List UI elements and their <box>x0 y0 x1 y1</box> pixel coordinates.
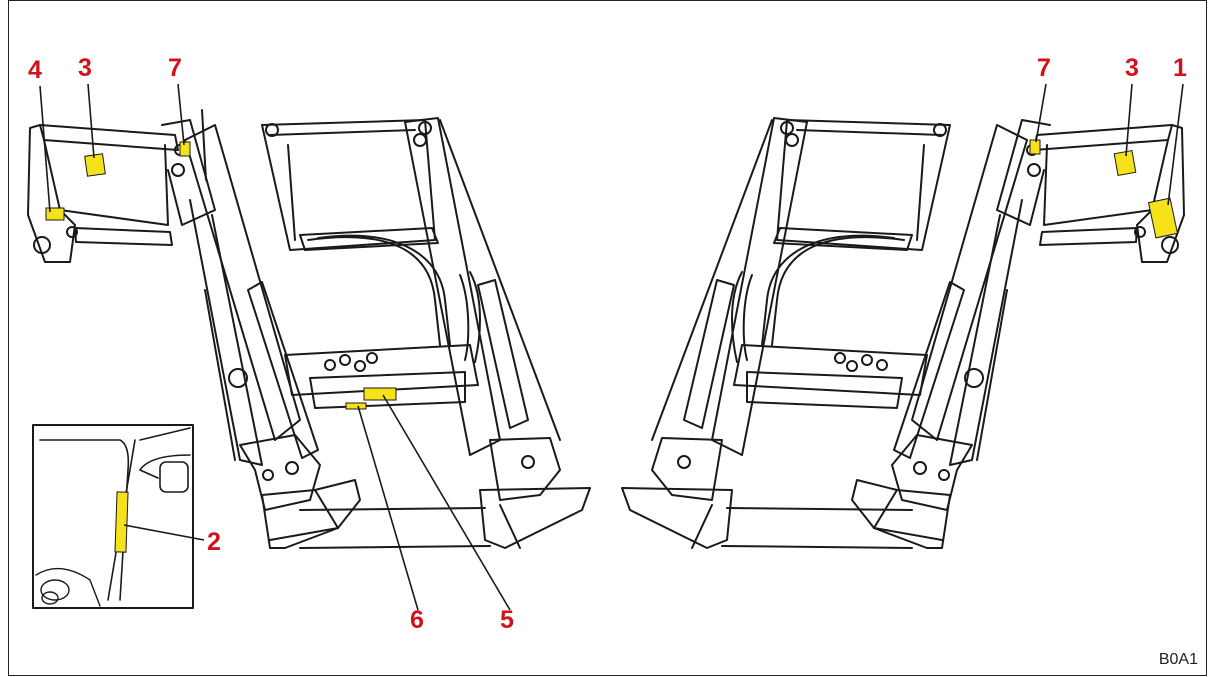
decal-3-right <box>1113 150 1137 176</box>
figure-code: B0A1 <box>1158 651 1198 668</box>
cab-inset <box>32 424 194 609</box>
decal-3-left <box>84 153 106 177</box>
callout-3-left: 3 <box>78 54 92 82</box>
decals <box>45 139 1179 553</box>
callout-5: 5 <box>500 606 514 634</box>
decal-5 <box>363 387 397 401</box>
callout-1: 1 <box>1173 54 1187 82</box>
callout-7-left: 7 <box>168 54 182 82</box>
decal-6 <box>345 402 367 410</box>
diagram-frame <box>8 0 1207 676</box>
callout-2: 2 <box>207 528 221 556</box>
right-loader <box>621 117 1185 549</box>
decal-1 <box>1147 197 1179 239</box>
leader-lines <box>39 83 1184 611</box>
left-loader <box>27 109 591 549</box>
decal-4-left <box>45 207 65 221</box>
decal-7-left <box>179 141 191 157</box>
callout-3-right: 3 <box>1125 54 1139 82</box>
callout-6: 6 <box>410 606 424 634</box>
callout-7-right: 7 <box>1037 54 1051 82</box>
callout-4: 4 <box>28 56 42 84</box>
decal-7-right <box>1029 139 1041 155</box>
decal-2 <box>114 491 129 553</box>
